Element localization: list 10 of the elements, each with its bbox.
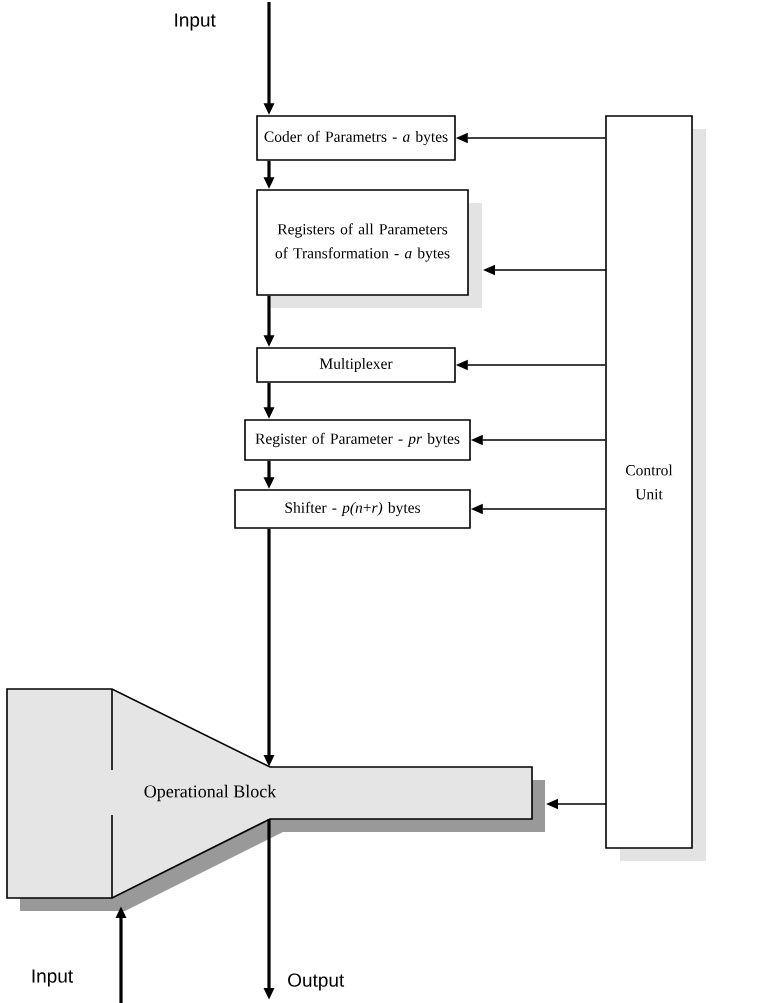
label-text: Input [175, 13, 216, 31]
process-box: Multiplexer [256, 347, 456, 383]
operational-block: Operational Block [6, 688, 545, 911]
process-box: Coder of Parametrs - a bytes [256, 115, 456, 161]
process-box: Shifter - p(n+r) bytes [234, 489, 471, 529]
label-text: Output [288, 973, 345, 991]
label-text: Input [32, 969, 73, 987]
control-unit-box: Control Unit [605, 115, 706, 861]
process-box: Registers of all Parameters of Transformation - a bytes [256, 189, 482, 308]
process-box: Register of Parameter - pr bytes [244, 419, 471, 461]
